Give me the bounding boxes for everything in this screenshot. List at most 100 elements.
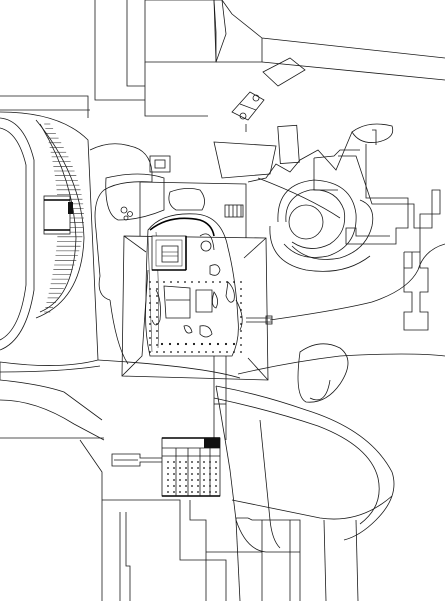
south-column [209,467,211,469]
podium-column [184,342,188,346]
podium-column [226,351,228,353]
south-column [191,461,193,463]
podium-column [149,330,151,332]
south-column [167,473,169,475]
south-column [191,467,193,469]
south-column [191,485,193,487]
podium-column [205,281,207,283]
south-column [179,485,181,487]
south-column [197,479,199,481]
south-connector [213,356,227,440]
south-column [179,461,181,463]
podium-column [240,309,242,311]
south-column [203,485,205,487]
podium-column [149,351,151,353]
south-column [191,491,193,493]
podium-column [212,281,214,283]
podium-column [240,302,242,304]
podium-column [156,323,158,325]
podium-column [240,351,242,353]
north-east-structures [213,123,394,183]
podium-column [163,351,165,353]
podium-column [216,342,220,346]
podium-column [149,281,151,283]
podium-column [156,281,158,283]
podium-column [240,281,242,283]
south-column [167,491,169,493]
south-column [203,479,205,481]
south-column [209,485,211,487]
south-column [179,491,181,493]
podium-column [191,351,193,353]
south-column [185,491,187,493]
podium-column [191,281,193,283]
spiral-structure [269,179,374,272]
gatehouse-inner [154,159,166,169]
podium-column [156,344,158,346]
south-column [203,461,205,463]
podium-column [205,351,207,353]
podium-column [149,316,151,318]
east-linear-complex [313,129,441,331]
south-column [167,479,169,481]
podium-column [149,288,151,290]
south-column [191,479,193,481]
podium-column [156,351,158,353]
south-column [197,473,199,475]
east-walkway [246,315,273,325]
podium-column [177,351,179,353]
south-column [185,479,187,481]
podium-column [240,323,242,325]
vehicle-symbol [231,91,265,132]
podium-column [149,302,151,304]
south-column [179,473,181,475]
south-column [173,467,175,469]
podium-column [232,342,236,346]
podium-column [226,281,228,283]
main-pyramid-building [121,181,269,381]
podium-column [198,281,200,283]
south-column [197,485,199,487]
podium-column [170,351,172,353]
south-column [173,485,175,487]
podium-column [200,342,204,346]
podium-column [156,288,158,290]
south-column [191,473,193,475]
south-column [215,473,217,475]
south-column [185,467,187,469]
podium-column [156,330,158,332]
gatehouse-block [149,155,171,173]
podium-column [240,337,242,339]
south-column [209,461,211,463]
south-column [167,461,169,463]
podium-column [184,281,186,283]
podium-column [212,351,214,353]
hatched-block [224,204,244,218]
south-column [197,461,199,463]
south-column [215,485,217,487]
south-column [203,473,205,475]
podium-column [168,342,172,346]
podium-column [219,351,221,353]
south-parcels [101,499,359,601]
podium-column [156,337,158,339]
podium-column [224,342,228,346]
south-column [179,467,181,469]
south-column [167,485,169,487]
south-column [215,491,217,493]
podium-column [170,281,172,283]
curved-pavilion [145,213,243,357]
podium-column [219,281,221,283]
south-column [197,467,199,469]
podium-column [156,302,158,304]
podium-column [240,330,242,332]
south-column [209,473,211,475]
podium-column-grid [149,281,242,353]
south-column [203,467,205,469]
south-column [203,491,205,493]
pavilion-block [277,124,300,165]
podium-column [156,309,158,311]
south-column [173,473,175,475]
podium-column [192,342,196,346]
south-grid-building [111,437,221,497]
